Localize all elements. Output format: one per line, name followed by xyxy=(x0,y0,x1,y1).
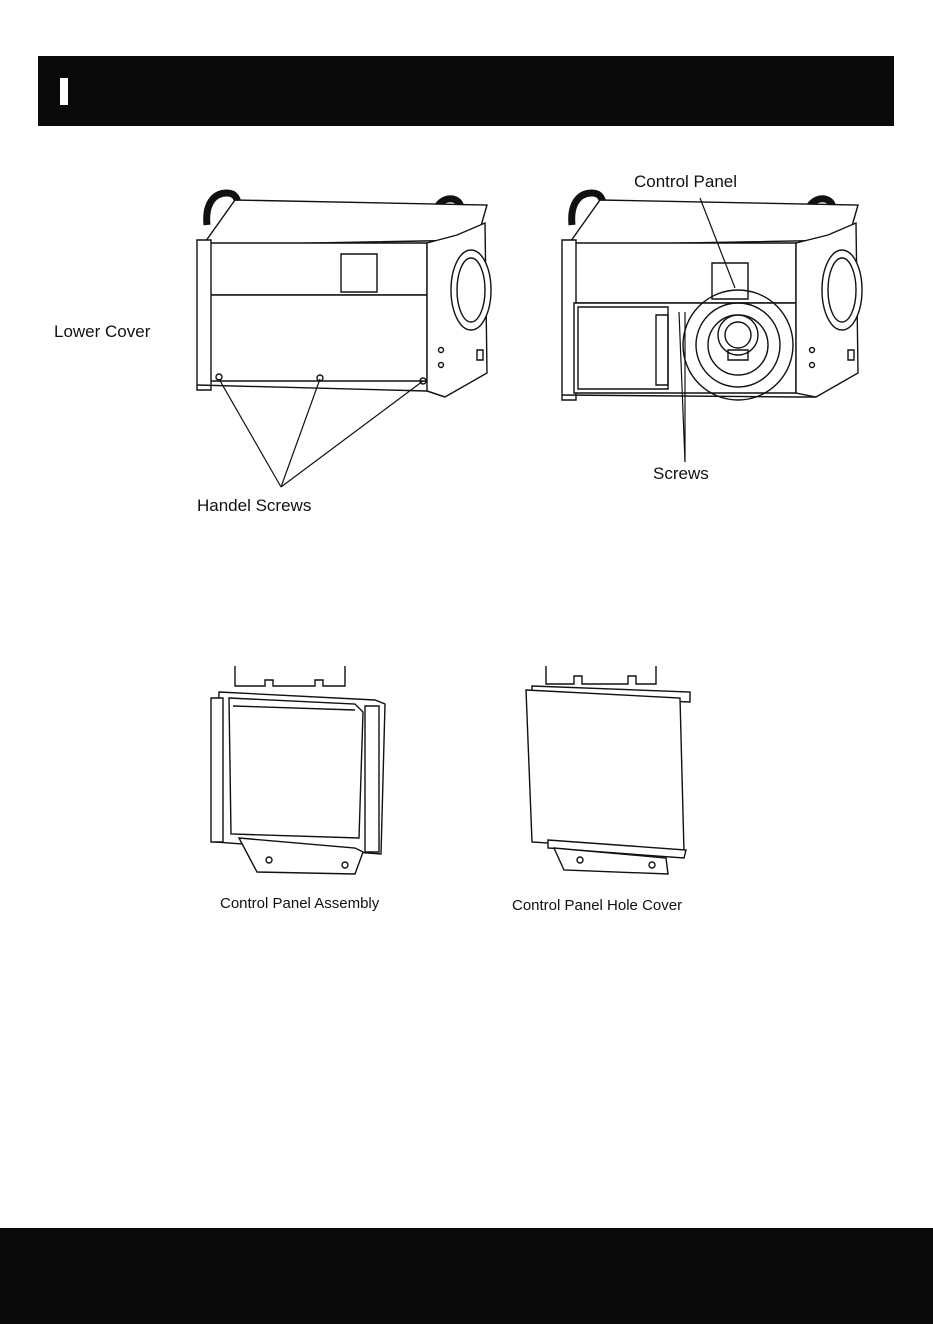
handle-screws-leader-lines xyxy=(215,375,430,495)
section-header-bar xyxy=(38,56,894,126)
control-panel-leader-line xyxy=(690,196,750,291)
label-control-panel-hole-cover: Control Panel Hole Cover xyxy=(512,897,682,914)
label-control-panel-assembly: Control Panel Assembly xyxy=(220,895,379,912)
label-lower-cover: Lower Cover xyxy=(54,322,150,342)
screws-leader-lines xyxy=(675,310,705,465)
label-handle-screws: Handel Screws xyxy=(197,496,311,516)
footer-bar xyxy=(0,1228,933,1324)
control-panel-assembly-illustration xyxy=(205,662,390,877)
label-screws: Screws xyxy=(653,464,709,484)
section-marker xyxy=(60,78,68,105)
label-control-panel: Control Panel xyxy=(634,172,737,192)
control-panel-hole-cover-illustration xyxy=(518,662,703,877)
